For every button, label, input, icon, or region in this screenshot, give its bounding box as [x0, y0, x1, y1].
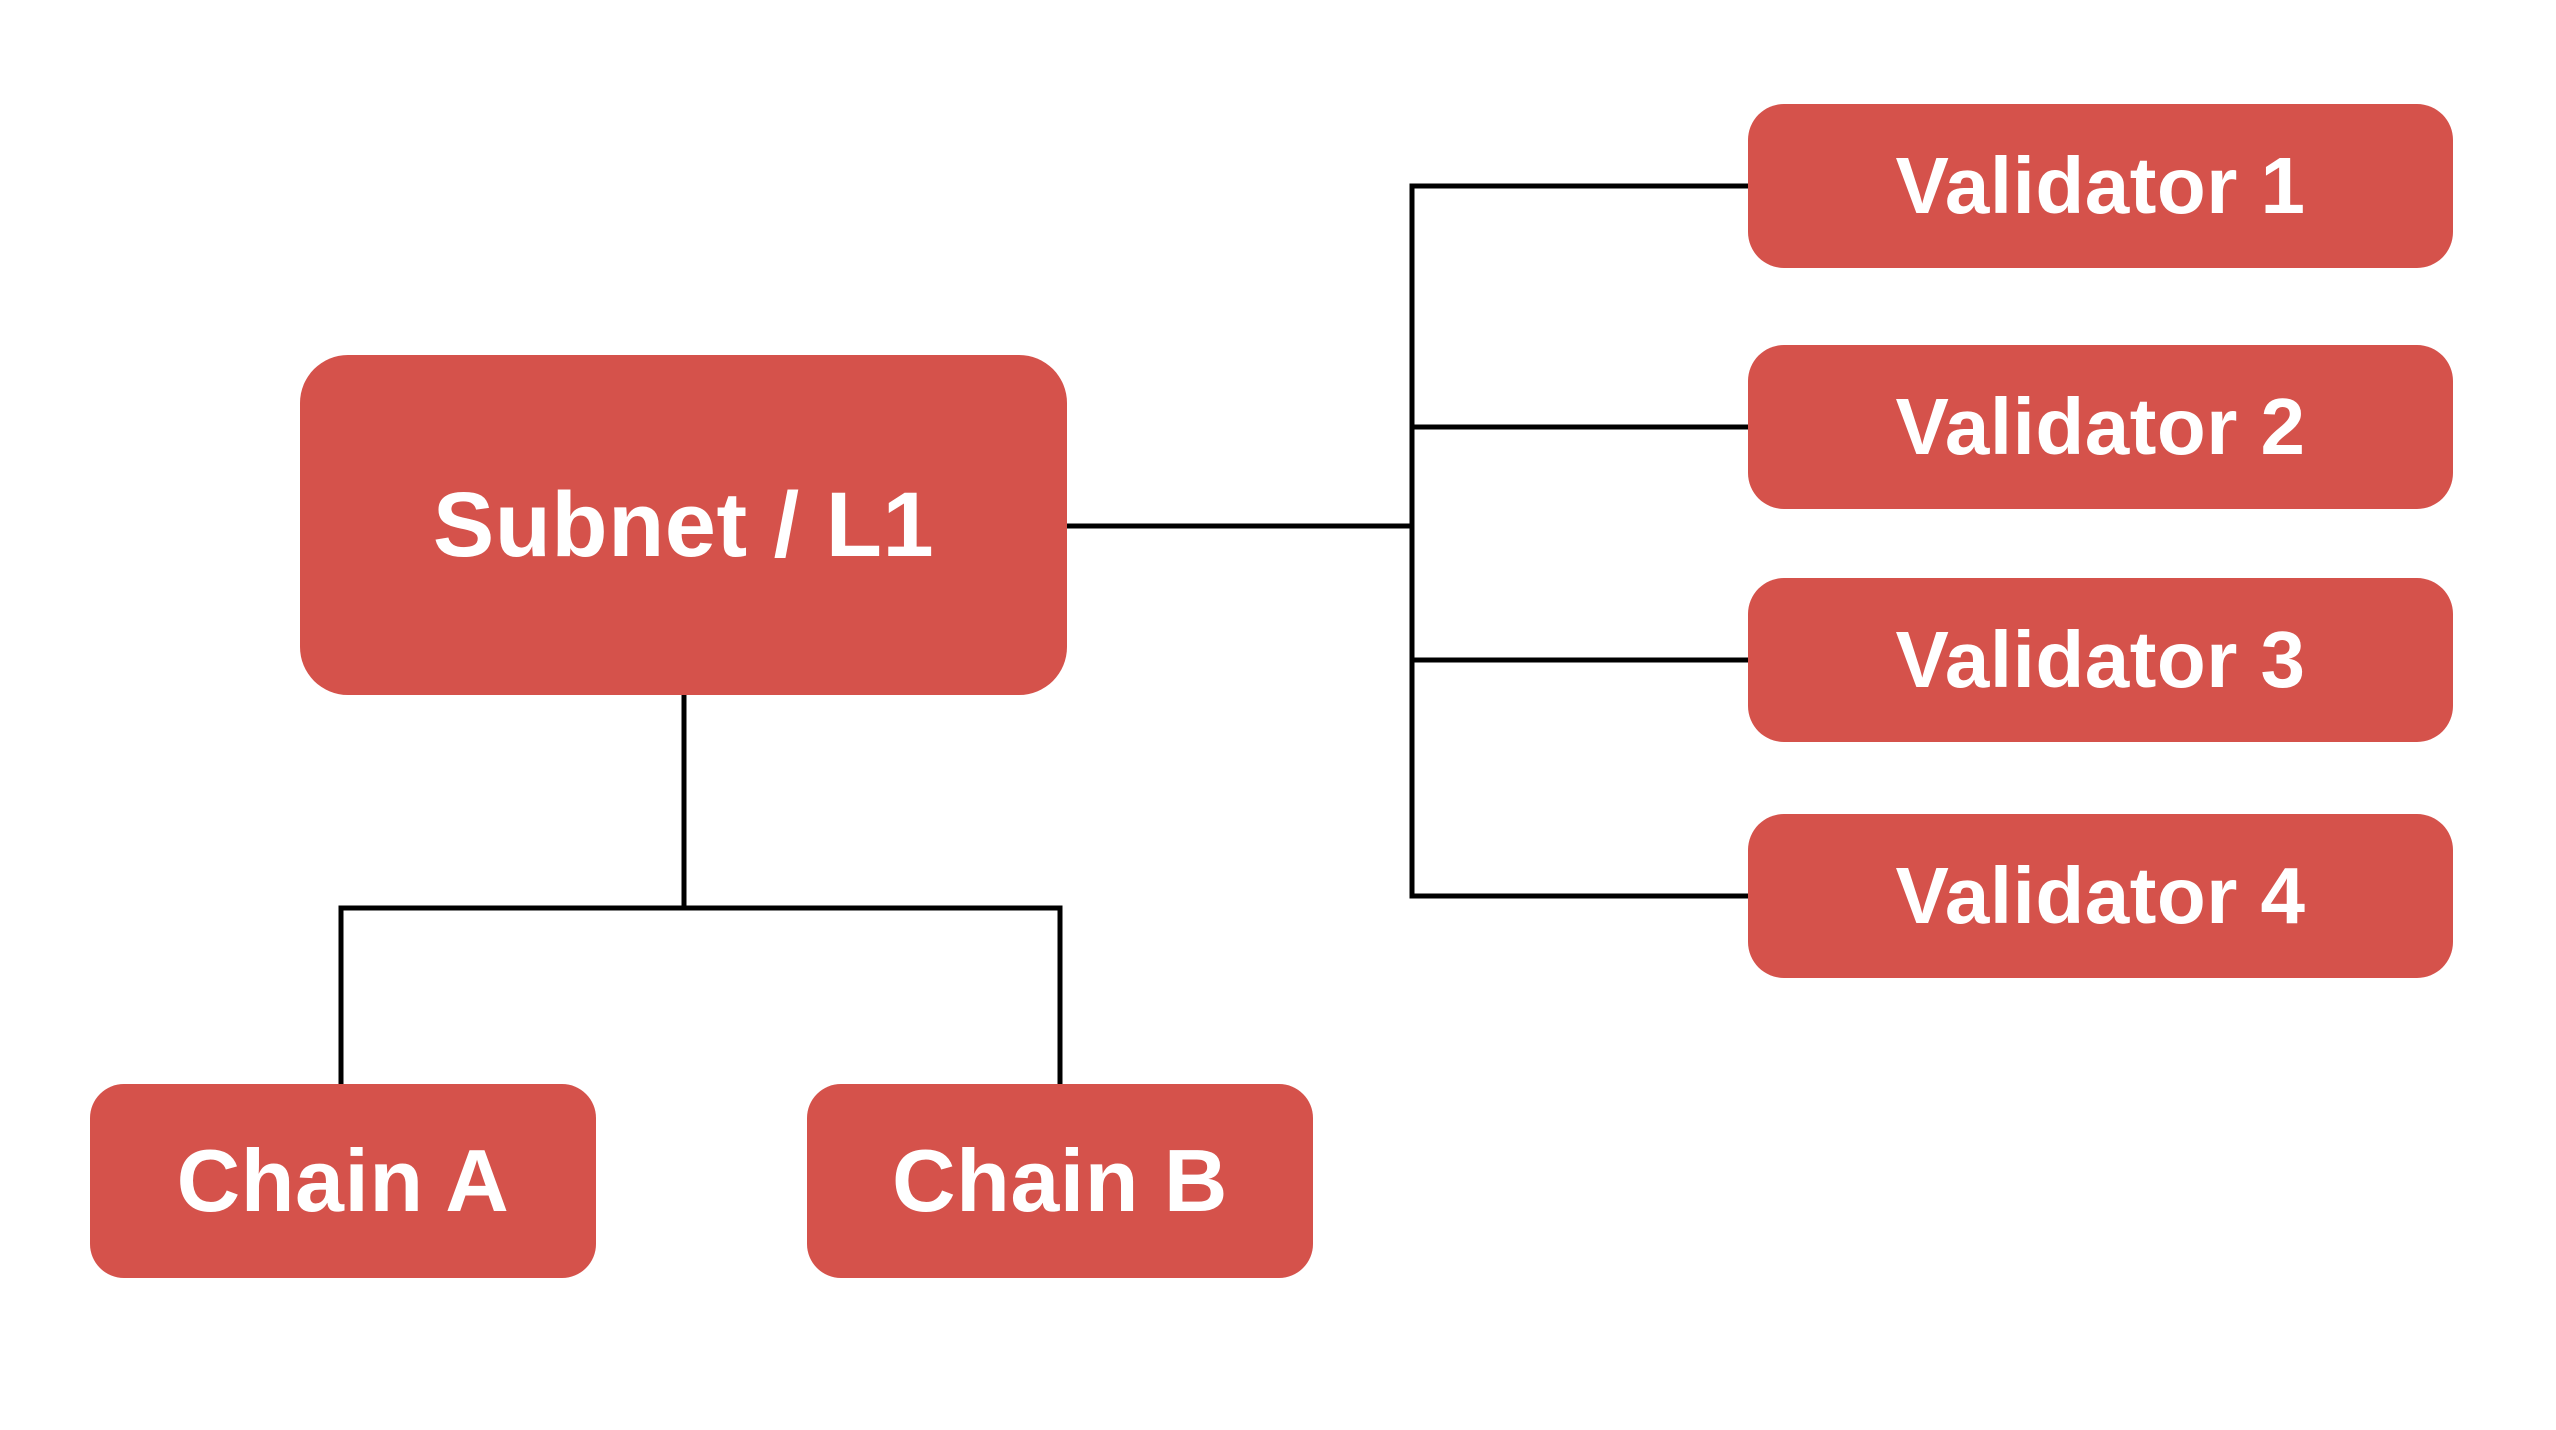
- node-validator-4: Validator 4: [1748, 814, 2453, 978]
- connector-validator-trunk: [1409, 183, 1748, 899]
- node-validator-3: Validator 3: [1748, 578, 2453, 742]
- node-validator-4-label: Validator 4: [1895, 851, 2306, 940]
- node-validator-1: Validator 1: [1748, 104, 2453, 268]
- node-chain-b-label: Chain B: [892, 1131, 1228, 1230]
- node-chain-b: Chain B: [807, 1084, 1313, 1278]
- node-validator-1-label: Validator 1: [1895, 141, 2306, 230]
- node-validator-2-label: Validator 2: [1895, 382, 2306, 471]
- node-chain-a-label: Chain A: [176, 1131, 510, 1230]
- node-validator-3-label: Validator 3: [1895, 615, 2306, 704]
- connector-chains-bracket: [338, 905, 1063, 1086]
- node-validator-2: Validator 2: [1748, 345, 2453, 509]
- node-subnet-l1-label: Subnet / L1: [432, 473, 935, 576]
- node-chain-a: Chain A: [90, 1084, 596, 1278]
- node-subnet-l1: Subnet / L1: [300, 355, 1067, 695]
